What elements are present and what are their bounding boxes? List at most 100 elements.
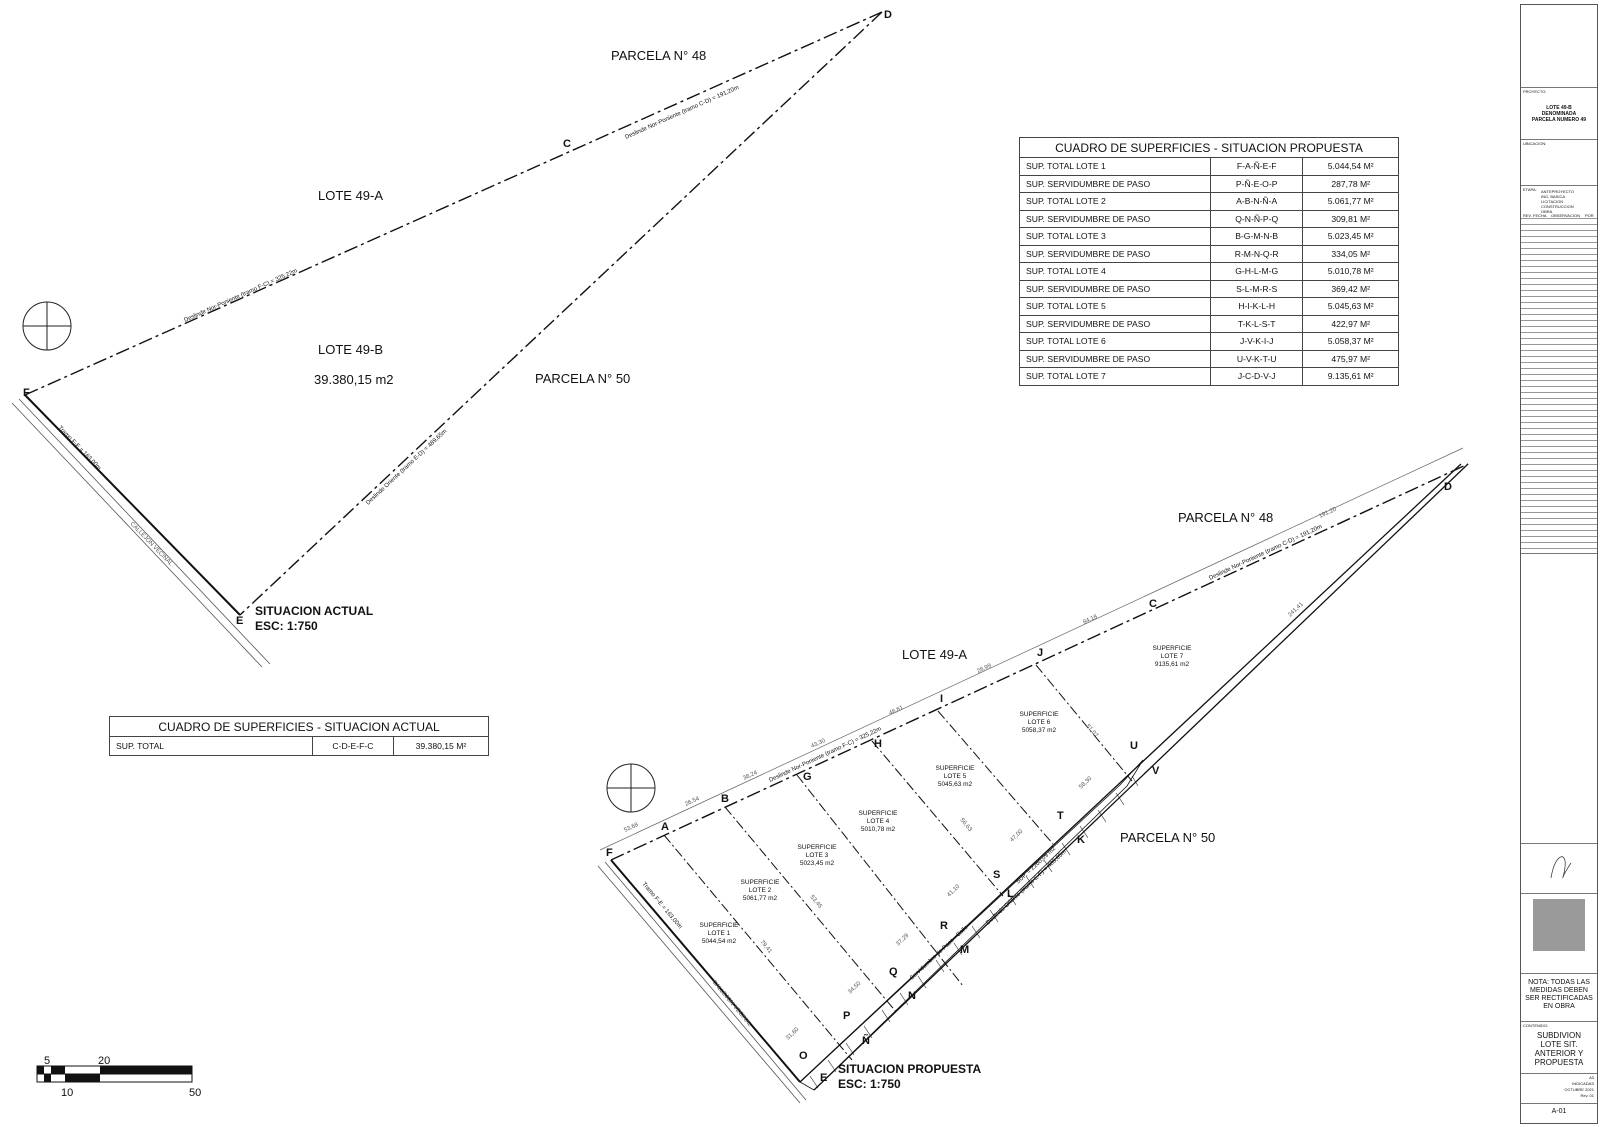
content-section: CONTENIDO: SUBDIVION LOTE SIT. ANTERIOR … [1521,1021,1597,1074]
servidumbre-hatch [809,775,1139,1089]
point-o: O [799,1050,808,1062]
table-situacion-propuesta: CUADRO DE SUPERFICIES - SITUACION PROPUE… [1019,137,1399,386]
vertex-c: C [563,138,571,150]
lote-49b-area: 39.380,15 m2 [314,372,394,387]
cell-area: 9.135,61 M² [1302,367,1399,386]
road-edge [597,865,801,1104]
lot-number: LOTE 6 [1028,719,1051,726]
cell-concept: SUP. TOTAL [109,736,313,756]
dim-tu: 58,30 [1078,775,1094,790]
vertex-e: E [236,615,243,627]
point-c: C [1149,598,1157,610]
cell-vertices: B-G-M-N-B [1209,227,1304,246]
dim-ij: 28,99 [976,663,993,675]
point-k: K [1077,834,1085,846]
scale-label-20: 20 [98,1055,110,1067]
boundary-oriente [813,463,1469,1091]
dim-hi: 48,61 [888,705,905,717]
cell-concept: SUP. TOTAL LOTE 4 [1019,262,1211,281]
cell-area: 5.045,63 M² [1302,297,1399,316]
lot-name: SUPERFICIE [740,879,780,886]
point-d: D [1444,481,1452,493]
point-u: U [1130,740,1138,752]
cell-concept: SUP. SERVIDUMBRE DE PASO [1019,209,1211,228]
cell-concept: SUP. TOTAL LOTE 1 [1019,157,1211,176]
scale-label-10: 10 [61,1087,73,1099]
cell-concept: SUP. SERVIDUMBRE DE PASO [1019,244,1211,263]
lot-number: LOTE 1 [708,930,731,937]
location-label: UBICACION: [1523,141,1547,146]
lote-49a-label: LOTE 49-A [902,647,967,662]
cell-vertices: G-H-L-M-G [1209,262,1304,281]
point-i: I [940,693,943,705]
logo-area [1521,5,1597,88]
lote-49b-label: LOTE 49-B [318,342,383,357]
cell-vertices: P-Ñ-E-O-P [1209,174,1304,193]
table-situacion-actual: CUADRO DE SUPERFICIES - SITUACION ACTUAL… [109,716,490,756]
lot-area: 9135,61 m2 [1155,661,1190,668]
deslinde-fc: Deslinde Nor-Poniente (tramo F-C) = 325,… [768,726,882,784]
cell-area: 422,97 M² [1302,314,1399,333]
revision-table: REV. FECHA OBSERVACION POR [1521,213,1597,554]
cell-area: 5.061,77 M² [1302,192,1399,211]
lot-number: LOTE 7 [1161,653,1184,660]
lot-name: SUPERFICIE [935,765,975,772]
lote-49a-label: LOTE 49-A [318,188,383,203]
road-label: CALLEJON VECINAL [710,979,753,1028]
sheet-size: A3 [1589,1075,1594,1080]
edge-dimensions: 53,68 26,54 38,24 43,30 48,61 28,99 84,1… [623,506,1338,1041]
cell-concept: SUP. SERVIDUMBRE DE PASO [1019,174,1211,193]
dim-rs: 41,10 [946,883,962,898]
point-e: E [820,1072,827,1084]
dim-line [599,447,1464,851]
cell-concept: SUP. SERVIDUMBRE DE PASO [1019,279,1211,298]
deslinde-cd: Deslinde Nor-Poniente (tramo C-D) = 191,… [1208,524,1323,582]
cell-concept: SUP. TOTAL LOTE 5 [1019,297,1211,316]
cell-vertices: C-D-E-F-C [312,736,394,756]
servidumbre-band [799,759,1144,1091]
signature-2 [1521,893,1597,974]
content-label: CONTENIDO: [1523,1023,1549,1028]
dim-fa: 53,68 [623,822,640,834]
point-h: H [874,738,882,750]
stage-4: CONSTRUCCION [1541,204,1574,209]
road-edge-2 [604,861,807,1101]
note-text: NOTA: TODAS LAS MEDIDAS DEBEN SER RECTIF… [1525,979,1593,1010]
deslinde-ed: Deslinde Oriente (tramo E-D) = 489,65m [365,428,448,506]
proposed-scale: ESC: 1:750 [838,1077,901,1091]
cell-vertices: T-K-L-S-T [1209,314,1304,333]
cell-vertices: S-L-M-R-S [1209,279,1304,298]
vertex-f: F [23,387,30,399]
proposed-situation-plan [597,447,1469,1104]
road-label: CALLEJON VECINAL [129,521,174,568]
lot-area: 5010,78 m2 [861,826,896,833]
cell-area: 309,81 M² [1302,209,1399,228]
deslinde-fc: Deslinde Nor-Poniente (tramo F-C) = 325,… [183,268,298,324]
cell-concept: SUP. TOTAL LOTE 6 [1019,332,1211,351]
scale-label-50: 50 [189,1087,201,1099]
lot-name: SUPERFICIE [1019,711,1059,718]
cell-concept: SUP. TOTAL LOTE 7 [1019,367,1211,386]
dim-pq: 34,50 [847,980,863,995]
sheet-scale: INDICADAS [1572,1081,1594,1086]
plan-number: A-01 [1551,1108,1567,1115]
boundary-fe [24,394,241,616]
signature-icon [1550,856,1572,879]
stage-1: ANTEPROYECTO [1541,189,1575,194]
cell-area: 369,42 M² [1302,279,1399,298]
lot-area: 5061,77 m2 [743,895,778,902]
boundary-np [610,463,1469,861]
dim-lot5: 56,63 [958,817,973,833]
cell-concept: SUP. SERVIDUMBRE DE PASO [1019,314,1211,333]
dim-lot2: 79,41 [758,939,773,955]
dim-cd: 191,20 [1318,506,1338,519]
dim-jc: 84,18 [1082,614,1099,626]
rev-header-obs: OBSERVACION [1551,213,1580,218]
